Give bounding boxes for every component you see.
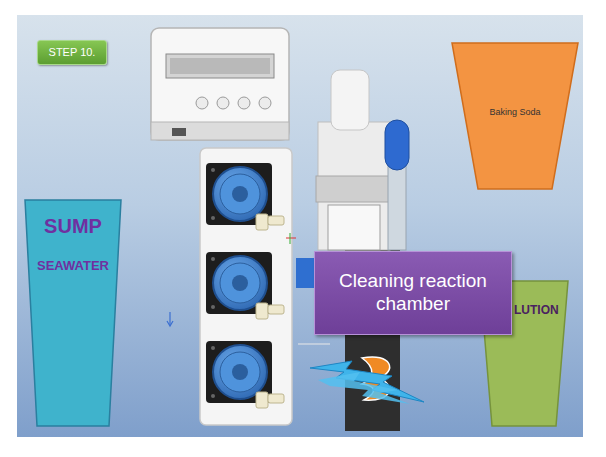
flow-arrow: [169, 312, 170, 325]
button: [196, 97, 208, 109]
chamber-band: [316, 176, 392, 202]
peristaltic-pump: [206, 252, 284, 319]
trapezoid-fill: [480, 281, 568, 426]
lcd-screen: [170, 58, 270, 74]
peristaltic-pump: [206, 163, 284, 230]
probe-body: [388, 160, 406, 250]
trapezoid-fill: [452, 43, 578, 189]
container-trapezoid: Baking Soda: [452, 43, 578, 189]
node-text: SEAWATER: [37, 258, 109, 274]
axis-mark: [286, 238, 296, 239]
axis-mark: [290, 233, 291, 244]
chamber-cap: [331, 70, 369, 130]
callout-box: Cleaning reaction chamber: [314, 251, 512, 335]
slide-panel: [17, 15, 583, 437]
trapezoid-fill: [25, 200, 121, 426]
node-text: SUMP: [44, 214, 102, 238]
pump-panel: [200, 148, 292, 425]
lcd-frame: [166, 54, 274, 78]
probe-cap: [385, 120, 409, 170]
flow-arrow-head: [167, 321, 173, 326]
container-trapezoid: SUMP SEAWATER: [25, 200, 121, 426]
node-text: LUTION: [514, 303, 559, 317]
chamber-window: [328, 205, 380, 250]
controller-base: [151, 122, 289, 140]
peristaltic-pump: [206, 341, 284, 408]
button: [217, 97, 229, 109]
node-text: STEP 10.: [49, 46, 96, 59]
lightning-bolt: [318, 372, 410, 404]
jack: [172, 128, 186, 136]
step-badge: STEP 10.: [37, 40, 107, 65]
guide-line: [298, 344, 330, 345]
button: [238, 97, 250, 109]
node-text: Baking Soda: [489, 107, 540, 118]
controller-housing: [151, 28, 289, 140]
node-text: Cleaning reaction chamber: [320, 270, 506, 316]
button: [259, 97, 271, 109]
